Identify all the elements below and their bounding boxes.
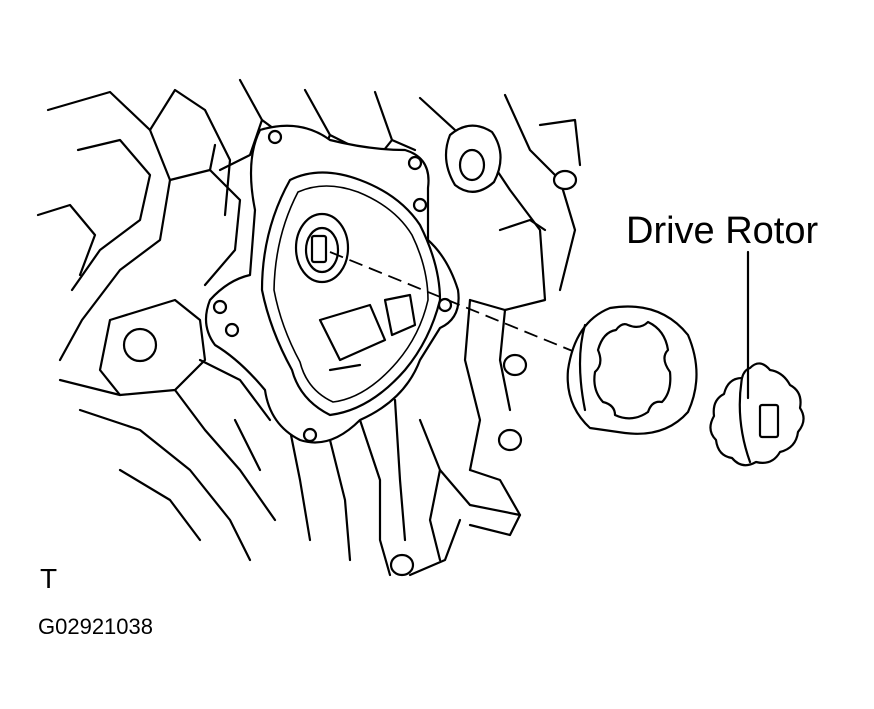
alignment-centerline <box>329 251 576 353</box>
oil-pump-body <box>204 124 460 444</box>
engine-block-illustration <box>36 78 582 577</box>
drive-rotor <box>709 362 805 467</box>
figure-code: G02921038 <box>38 614 153 639</box>
driven-rotor <box>566 305 698 435</box>
drive-rotor-label: Drive Rotor <box>626 210 819 252</box>
view-mark: T <box>40 563 58 594</box>
